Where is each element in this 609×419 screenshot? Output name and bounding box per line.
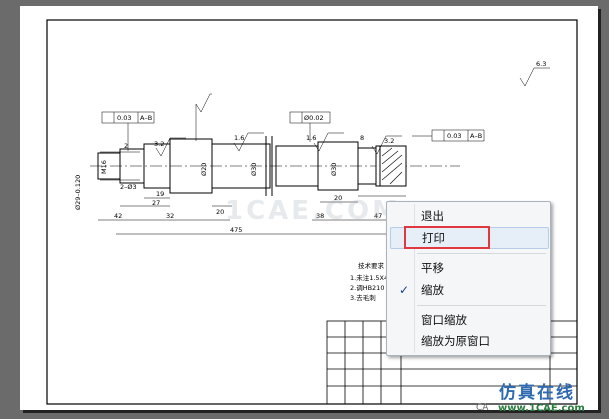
menu-item-label: 退出: [421, 209, 444, 223]
tech-1: 1.未注1.5X45: [350, 273, 392, 282]
menu-item-label: 窗口缩放: [421, 313, 467, 327]
dim-2: 2: [124, 142, 128, 150]
tol-2: Ø0.02: [304, 114, 324, 122]
tech-3: 3.去毛刺: [350, 293, 376, 302]
dim-42: 42: [114, 212, 122, 220]
tech-title: 技术要求: [358, 261, 385, 270]
watermark-center: 1CAE.COM: [225, 196, 401, 226]
dim-phi30b: Ø30: [330, 163, 338, 176]
tech-2: 2.调HB210: [350, 283, 384, 292]
watermark-left: CA: [476, 403, 489, 413]
dim-20b: 20: [334, 194, 342, 202]
watermark-url: www.1CAE.com: [498, 403, 585, 414]
dim-38: 38: [316, 212, 324, 220]
dim-19: 19: [156, 190, 164, 198]
print-highlight-box: [404, 226, 490, 249]
dim-total: 475: [230, 226, 242, 234]
menu-item-pan[interactable]: 平移: [387, 257, 550, 279]
dim-20a: 20: [216, 208, 224, 216]
shaft: [97, 136, 407, 196]
dim-m16: M16: [100, 160, 108, 174]
roughness-top-right: 6.3: [536, 60, 546, 68]
dim-2x3: 2–Ø3: [120, 183, 137, 191]
watermark-cn: 仿真在线: [499, 383, 575, 403]
context-menu: 退出 打印 平移 ✓ 缩放 窗口缩放 缩放为原窗口: [386, 201, 551, 356]
menu-item-label: 缩放为原窗口: [421, 334, 490, 348]
dim-27: 27: [152, 199, 160, 207]
ra-3: 1.6: [306, 134, 316, 142]
dim-phi20: Ø20: [200, 163, 208, 176]
menu-item-exit[interactable]: 退出: [387, 205, 550, 227]
ra-4: 3.2: [384, 137, 394, 145]
menu-item-label: 缩放: [421, 283, 444, 297]
menu-item-window-zoom[interactable]: 窗口缩放: [387, 309, 550, 331]
menu-item-zoom-original[interactable]: 缩放为原窗口: [387, 330, 550, 352]
menu-item-label: 打印: [422, 231, 445, 245]
menu-item-zoom[interactable]: ✓ 缩放: [387, 279, 550, 301]
dim-phi29: Ø29–0.120: [74, 175, 82, 210]
dim-phi30a: Ø30: [250, 163, 258, 176]
ra-1: 3.2: [154, 140, 164, 148]
datum-3: A–B: [470, 132, 482, 140]
datum-1: A–B: [140, 114, 152, 122]
tol-1: 0.03: [117, 114, 131, 122]
menu-gutter: [414, 204, 415, 353]
menu-item-label: 平移: [421, 261, 444, 275]
menu-separator: [417, 253, 546, 254]
dim-32: 32: [166, 212, 174, 220]
check-icon: ✓: [399, 283, 410, 297]
dim-47: 47: [374, 212, 382, 220]
menu-separator: [417, 305, 546, 306]
ra-2: 1.6: [234, 134, 244, 142]
tol-3: 0.03: [447, 132, 461, 140]
dim-8: 8: [360, 134, 364, 142]
